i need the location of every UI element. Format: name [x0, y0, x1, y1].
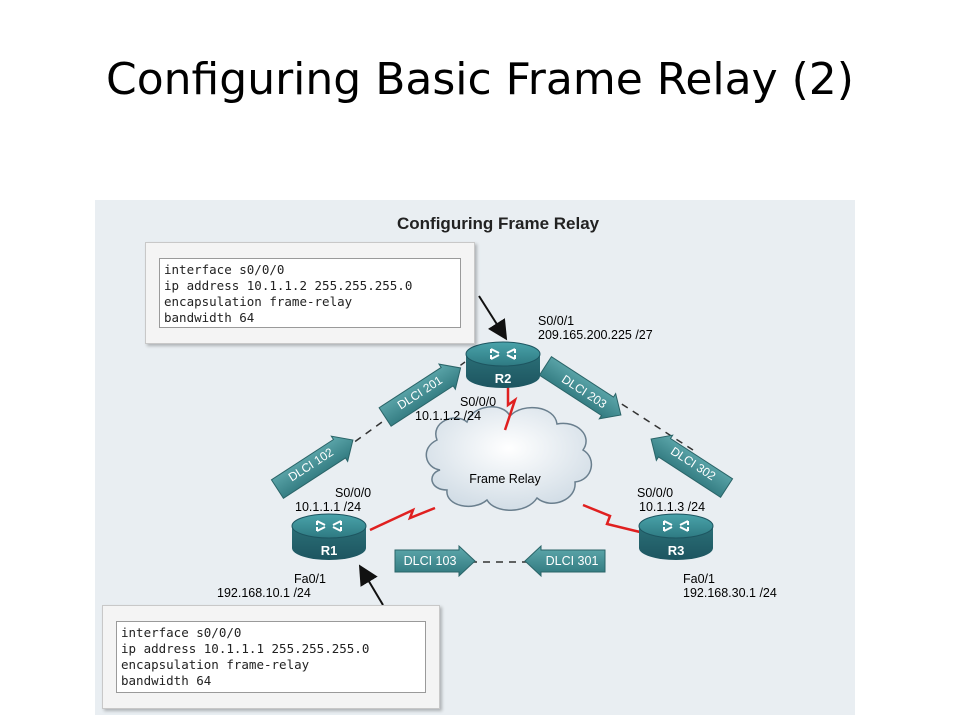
dlci-301-label: DLCI 301 [546, 554, 599, 568]
router-r1-label: R1 [321, 543, 338, 558]
r1-config-panel: interface s0/0/0 ip address 10.1.1.1 255… [102, 605, 440, 709]
cloud-label: Frame Relay [469, 472, 541, 486]
config-line: encapsulation frame-relay [121, 657, 310, 672]
r2-s001-name: S0/0/1 [538, 314, 575, 328]
router-arrows-icon [490, 348, 516, 360]
serial-link-r3 [582, 503, 641, 534]
config-line: ip address 10.1.1.1 255.255.255.0 [121, 641, 370, 656]
r2-config-panel: interface s0/0/0 ip address 10.1.1.2 255… [145, 242, 475, 344]
config-line: bandwidth 64 [121, 673, 212, 688]
dlci-302-arrow [650, 434, 734, 498]
r1-fa01-name: Fa0/1 [294, 572, 326, 586]
r2-s000-name: S0/0/0 [460, 395, 497, 409]
router-arrows-icon [663, 520, 689, 532]
config-line: interface s0/0/0 [121, 625, 242, 640]
dlci-102-arrow [270, 435, 354, 499]
diagram-canvas: DLCI 201 DLCI 102 DLCI 203 DLCI 302 DLCI… [270, 295, 734, 606]
config-line: ip address 10.1.1.2 255.255.255.0 [164, 278, 413, 293]
r1-fa01-ip: 192.168.10.1 /24 [217, 586, 311, 600]
dlci-103-label: DLCI 103 [404, 554, 457, 568]
r3-s000-ip: 10.1.1.3 /24 [639, 500, 706, 514]
figure-title: Configuring Frame Relay [397, 214, 600, 233]
r3-fa01-ip: 192.168.30.1 /24 [683, 586, 777, 600]
slide-title: Configuring Basic Frame Relay (2) [106, 54, 854, 105]
dlci-103-arrow [394, 544, 476, 578]
router-r2-label: R2 [495, 371, 512, 386]
router-r3[interactable] [638, 513, 714, 560]
router-r2[interactable] [465, 341, 541, 388]
r2-config-text: interface s0/0/0 ip address 10.1.1.2 255… [159, 258, 461, 328]
r1-config-text: interface s0/0/0 ip address 10.1.1.1 255… [116, 621, 426, 693]
r2-s001-ip: 209.165.200.225 /27 [538, 328, 653, 342]
pointer-to-r1 [358, 564, 384, 606]
r1-s000-name: S0/0/0 [335, 486, 372, 500]
serial-link-r1 [369, 506, 436, 532]
pointer-to-r2 [478, 295, 508, 341]
dlci-201-arrow [378, 363, 462, 427]
config-line: bandwidth 64 [164, 310, 255, 325]
router-r1[interactable] [291, 513, 367, 560]
dlci-203-arrow [538, 356, 622, 420]
r2-s000-ip: 10.1.1.2 /24 [415, 409, 482, 423]
r1-s000-ip: 10.1.1.1 /24 [295, 500, 362, 514]
r3-fa01-name: Fa0/1 [683, 572, 715, 586]
r3-s000-name: S0/0/0 [637, 486, 674, 500]
router-r3-label: R3 [668, 543, 685, 558]
config-line: interface s0/0/0 [164, 262, 285, 277]
frame-relay-cloud [425, 406, 593, 511]
router-arrows-icon [316, 520, 342, 532]
serial-link-r2 [503, 382, 518, 431]
config-line: encapsulation frame-relay [164, 294, 353, 309]
dlci-301-arrow [524, 544, 606, 578]
network-diagram: DLCI 201 DLCI 102 DLCI 203 DLCI 302 DLCI… [95, 200, 855, 715]
